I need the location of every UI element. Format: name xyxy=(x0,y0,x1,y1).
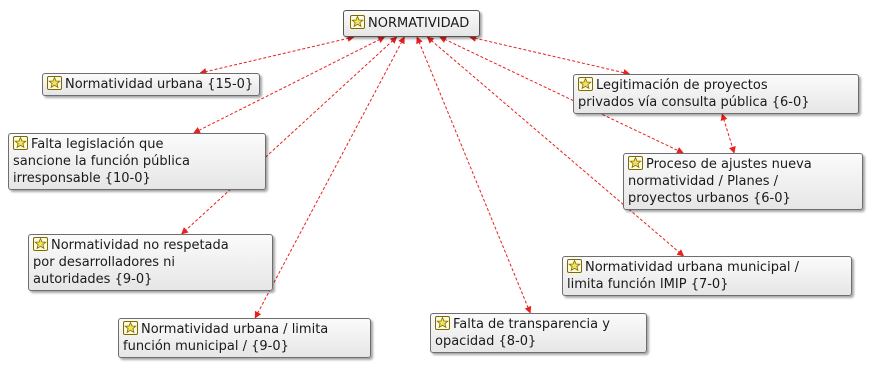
code-star-icon xyxy=(435,316,450,330)
node-label: Proceso de ajustes nueva normatividad / … xyxy=(628,157,812,206)
code-star-icon xyxy=(628,156,643,170)
code-star-icon xyxy=(13,136,28,150)
code-star-icon xyxy=(567,259,582,273)
node-normatividad-urbana[interactable]: Normatividad urbana {15-0} xyxy=(42,73,261,96)
node-label: Normatividad urbana {15-0} xyxy=(65,77,254,92)
node-falta-transparencia[interactable]: Falta de transparencia y opacidad {8-0} xyxy=(430,313,647,353)
node-label: NORMATIVIDAD xyxy=(368,16,470,31)
node-label: Normatividad urbana municipal / limita f… xyxy=(567,260,800,292)
edge-n6-n7 xyxy=(720,113,736,154)
node-legitimacion-proyectos[interactable]: Legitimación de proyectos privados vía c… xyxy=(573,74,859,114)
code-star-icon xyxy=(33,237,48,251)
node-label: Falta de transparencia y opacidad {8-0} xyxy=(435,317,610,349)
edge-root-n8 xyxy=(426,36,685,257)
edge-root-n1 xyxy=(199,35,355,75)
code-star-icon xyxy=(123,321,138,335)
node-label: Normatividad no respetada por desarrolla… xyxy=(33,238,229,287)
code-star-icon xyxy=(578,77,593,91)
code-star-icon xyxy=(350,15,365,29)
node-limita-funcion-imip[interactable]: Normatividad urbana municipal / limita f… xyxy=(562,256,852,296)
node-label: Legitimación de proyectos privados vía c… xyxy=(578,78,810,110)
node-label: Falta legislación que sancione la funció… xyxy=(13,137,190,186)
node-falta-legislacion[interactable]: Falta legislación que sancione la funció… xyxy=(8,133,266,190)
node-limita-funcion-municipal[interactable]: Normatividad urbana / limita función mun… xyxy=(118,318,371,358)
node-proceso-ajustes[interactable]: Proceso de ajustes nueva normatividad / … xyxy=(623,153,863,210)
code-star-icon xyxy=(47,76,62,90)
edge-root-n5 xyxy=(416,36,532,314)
edge-root-n4 xyxy=(254,36,405,319)
root-node-normatividad[interactable]: NORMATIVIDAD xyxy=(343,10,481,37)
node-normatividad-no-respetada[interactable]: Normatividad no respetada por desarrolla… xyxy=(28,234,273,291)
node-label: Normatividad urbana / limita función mun… xyxy=(123,322,329,354)
edge-root-n6 xyxy=(469,35,631,76)
